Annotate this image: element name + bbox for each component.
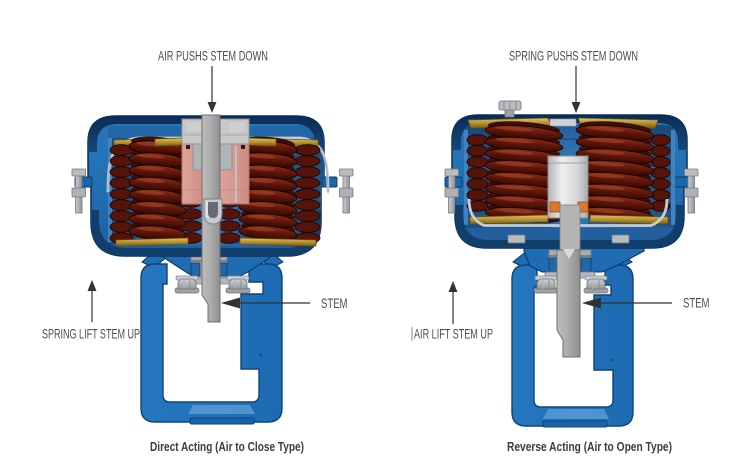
svg-text:SPRING PUSHS STEM DOWN: SPRING PUSHS STEM DOWN (509, 48, 638, 64)
svg-text:STEM: STEM (683, 295, 710, 311)
svg-text:STEM: STEM (321, 295, 348, 311)
svg-text:Reverse Acting (Air to Open Ty: Reverse Acting (Air to Open Type) (507, 439, 672, 454)
svg-text:SPRING LIFT STEM UP: SPRING LIFT STEM UP (42, 326, 140, 342)
svg-text:Direct Acting (Air to Close Ty: Direct Acting (Air to Close Type) (150, 439, 304, 454)
svg-text:AIR PUSHS STEM DOWN: AIR PUSHS STEM DOWN (158, 48, 268, 64)
svg-text:AIR LIFT STEM UP: AIR LIFT STEM UP (414, 326, 493, 342)
